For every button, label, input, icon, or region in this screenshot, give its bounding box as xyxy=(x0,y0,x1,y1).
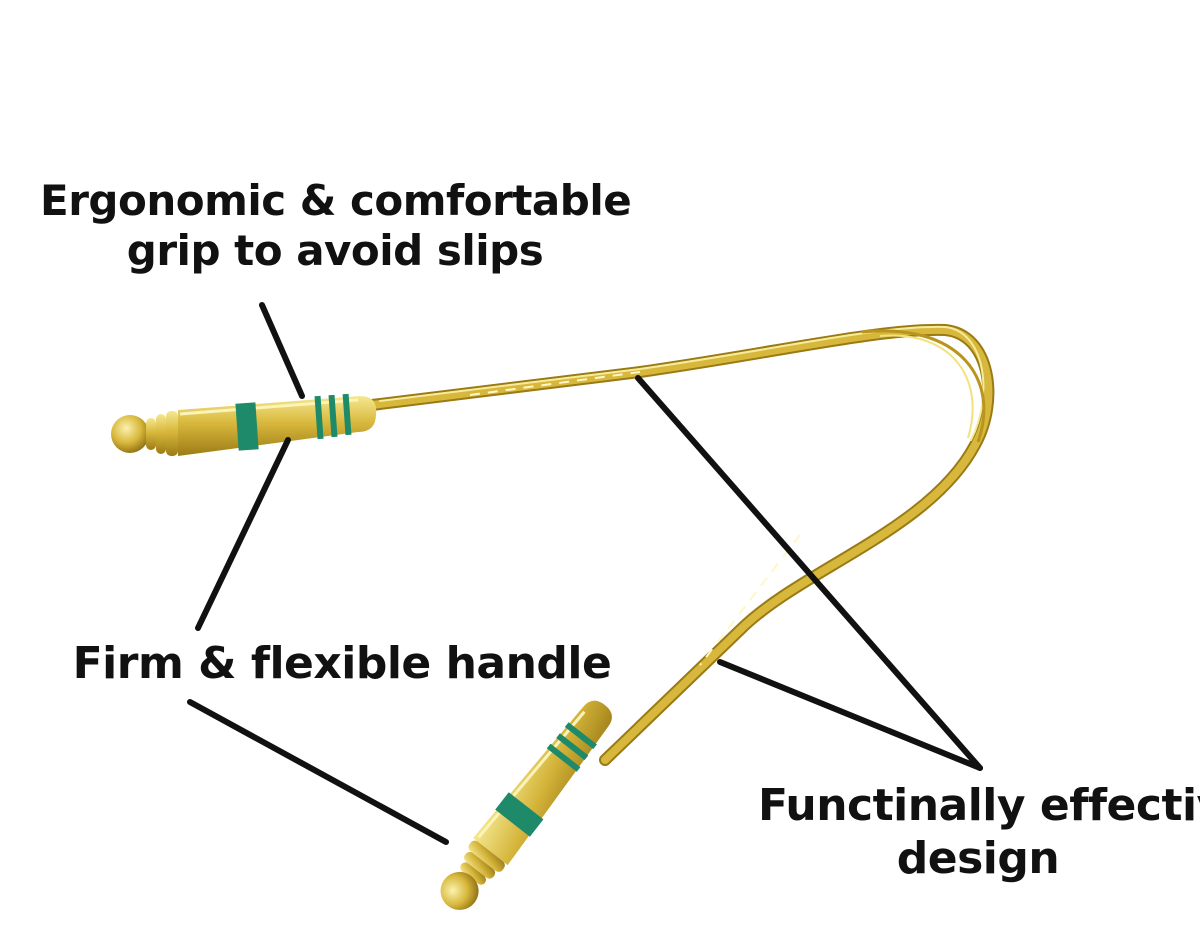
handle-callout-line1: Firm & flexible handle xyxy=(72,638,612,689)
bottom-handle xyxy=(440,700,612,910)
design-callout-label: Functinally effective design xyxy=(758,780,1200,886)
design-callout-line2: design xyxy=(896,832,1060,884)
handle-pointer-line-bottom xyxy=(187,699,449,845)
grip-pointer-line xyxy=(259,302,305,399)
handle-pointer-line-top xyxy=(195,437,291,631)
callout-lines xyxy=(187,302,983,845)
handle-callout-label: Firm & flexible handle xyxy=(62,638,622,691)
design-pointer-line-2 xyxy=(717,659,983,771)
grip-callout-line1: Ergonomic & comfortable xyxy=(40,176,632,225)
grip-callout-line2: grip to avoid slips xyxy=(126,226,544,276)
grip-callout-label: Ergonomic & comfortable grip to avoid sl… xyxy=(40,176,632,277)
top-handle xyxy=(111,393,377,456)
design-callout-line1: Functinally effective xyxy=(758,780,1200,831)
design-pointer-line-1 xyxy=(635,375,983,771)
tongue-cleaner-strip xyxy=(366,323,995,766)
